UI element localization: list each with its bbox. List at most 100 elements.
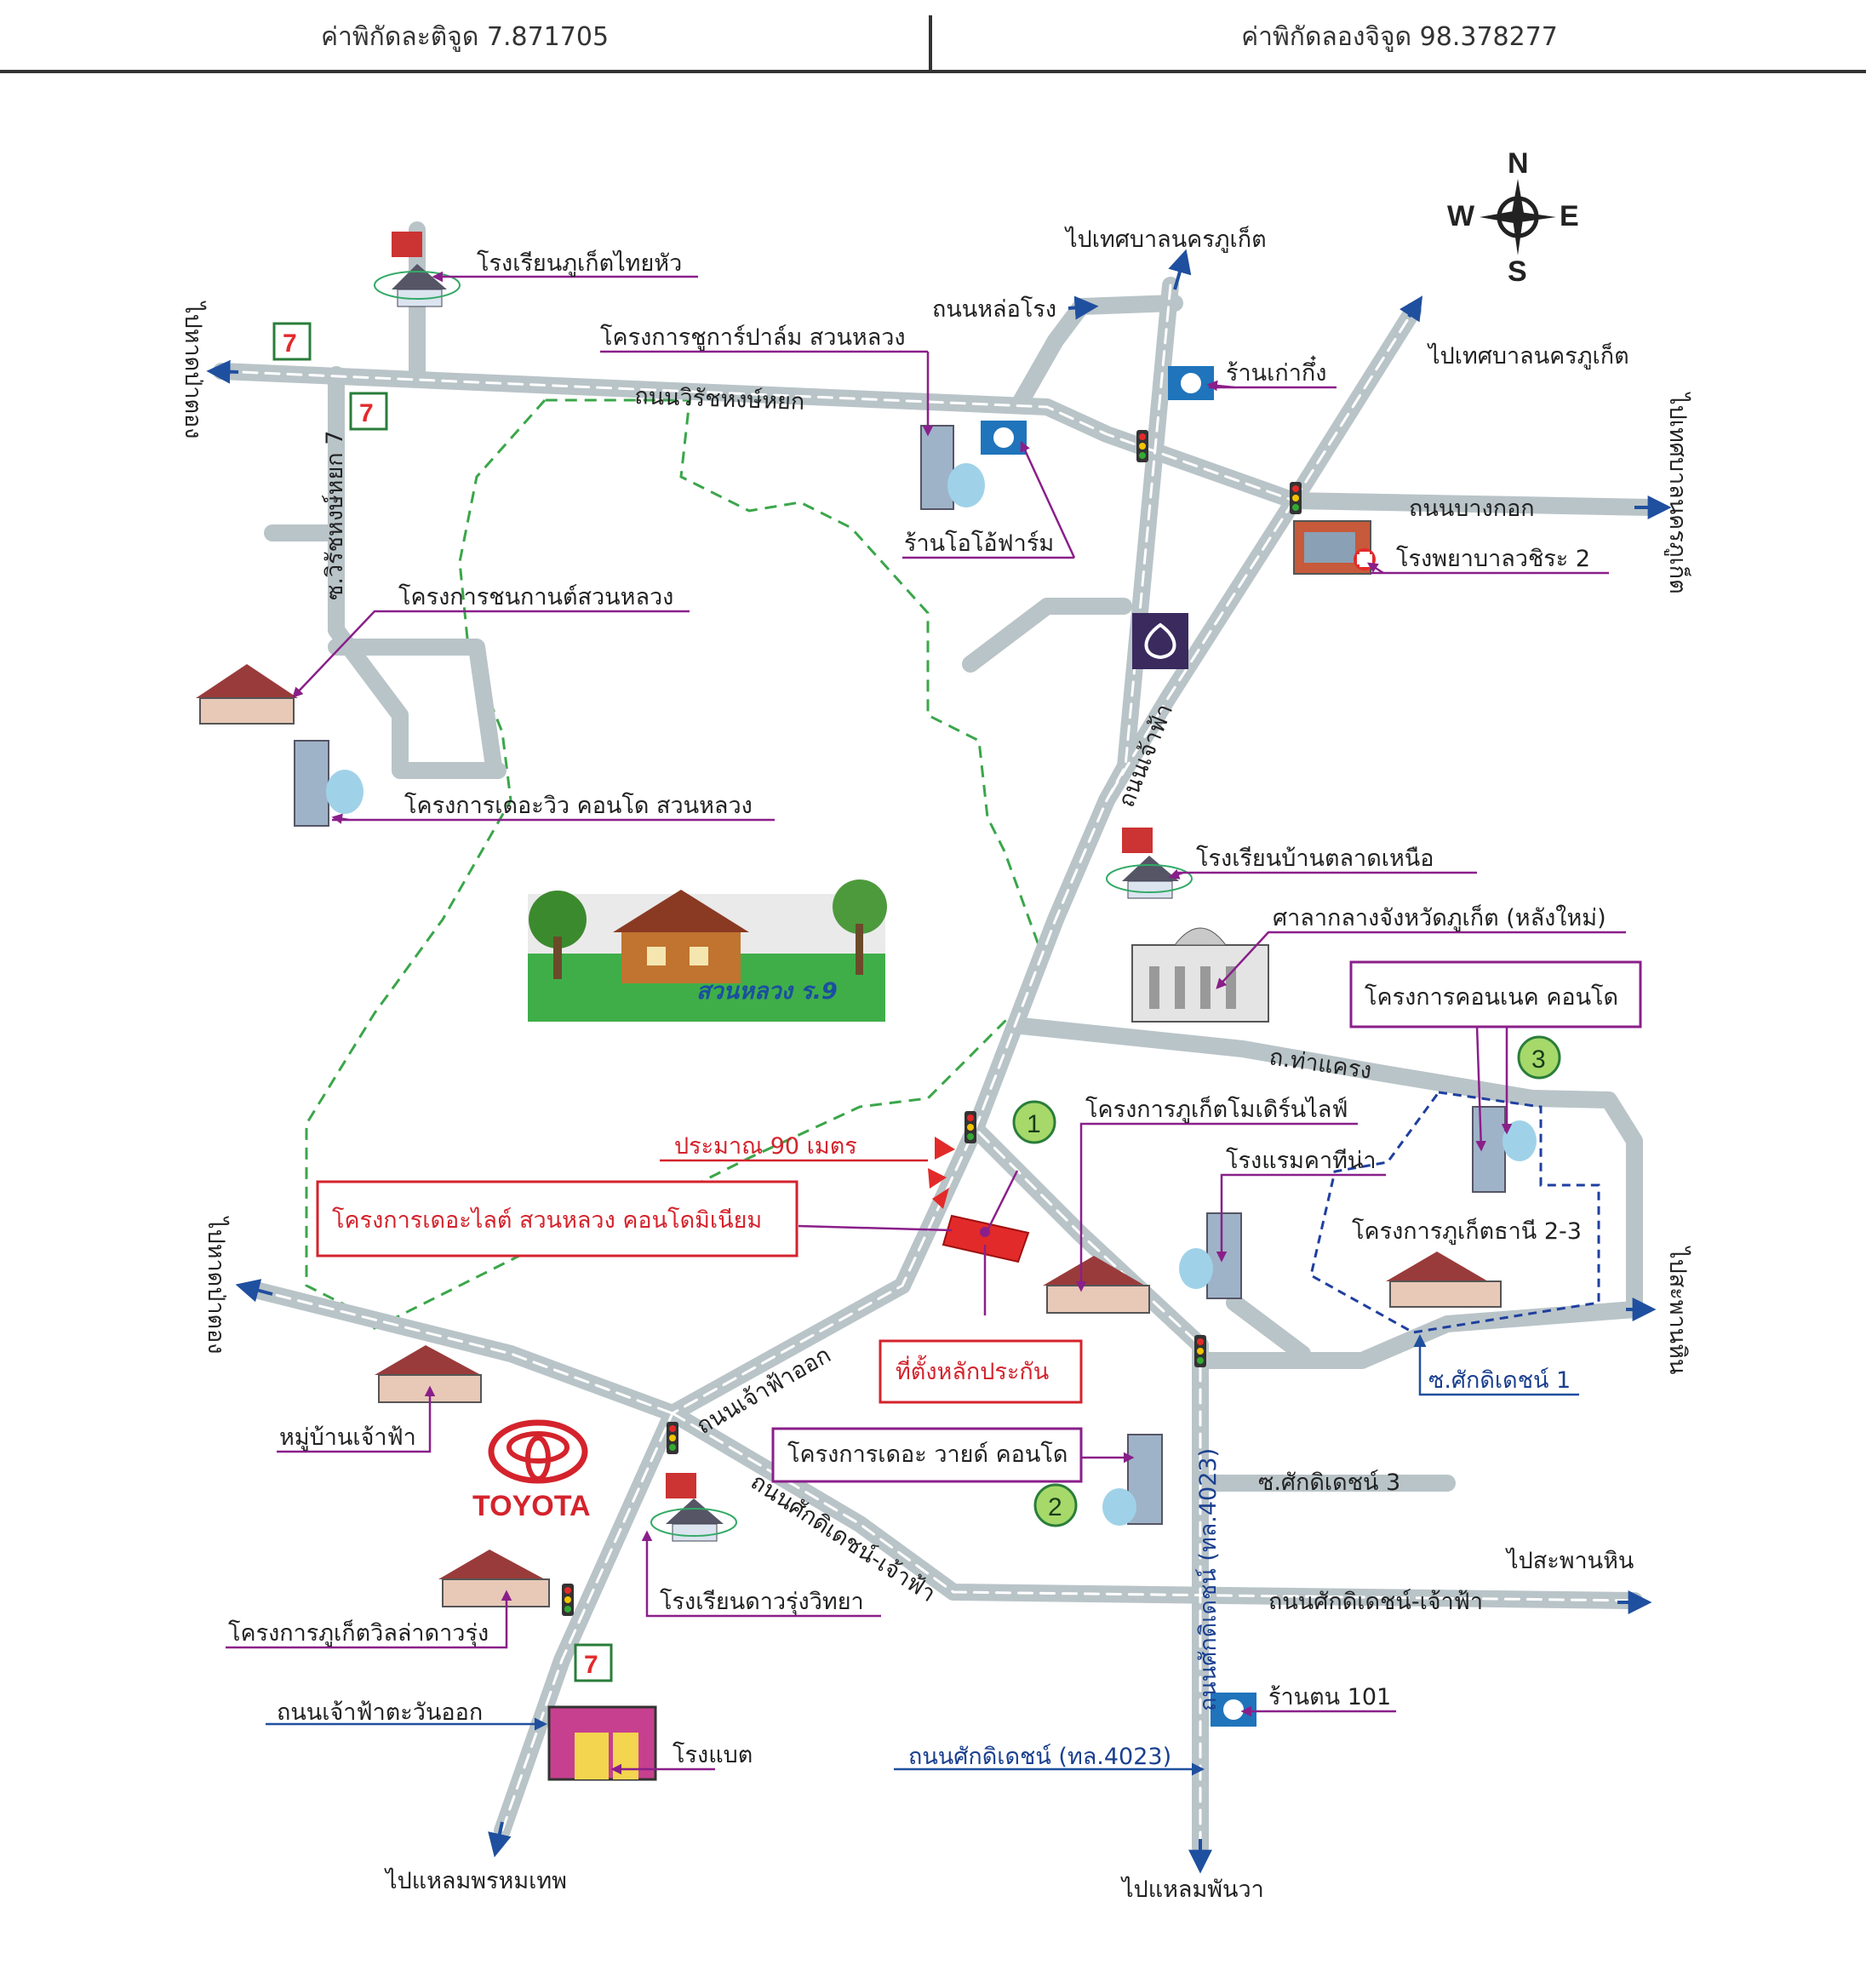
school-icon [1106,828,1193,899]
label-the-wide: โครงการเดอะ วายด์ คอนโด [787,1441,1068,1468]
school-icon [650,1473,737,1542]
toyota-logo: TOYOTA [472,1419,591,1522]
longitude-label: ค่าพิกัดลองจิจูด 98.378277 [1241,21,1558,52]
shop-building-icon [547,1705,657,1781]
blue-pointers [266,1334,1579,1776]
place-labels: โรงเรียนภูเก็ตไทยหัว โครงการชูการ์ปาล์ม … [228,248,1618,1768]
building-icons [196,425,1537,1781]
restaurant-icon [1168,366,1214,400]
park-illustration: สวนหลวง ร.9 [528,879,887,1022]
to-panwa: ไปแหลมพันวา [1120,1876,1264,1903]
label-school-dao-rung: โรงเรียนดาวรุ่งวิทยา [660,1589,864,1616]
house-icon [1043,1256,1150,1314]
header-rule [0,70,1866,73]
latitude-label: ค่าพิกัดละติจูด 7.871705 [320,21,610,52]
house-icon [1386,1252,1502,1308]
label-collateral: ที่ตั้งหลักประกัน [896,1355,1049,1385]
school-icon [374,232,461,307]
condo-building-icon [294,740,363,827]
label-ton-101: ร้านตน 101 [1268,1684,1391,1710]
label-vachira-hospital: โรงพยาบาลวชิระ 2 [1396,546,1590,572]
road-labels: ถนนวิรัชหงษ์หยก ถนนหล่อโรง ถนนบางกอก ถนน… [277,296,1571,1770]
traffic-light-icon [1194,1335,1206,1367]
traffic-light-icon [964,1111,976,1143]
number-markers: 1 2 3 [1012,1035,1561,1527]
label-phuket-thani: โครงการภูเก็ตธานี 2-3 [1352,1216,1582,1245]
road-sakdidej-chaofa-diagonal: ถนนศักดิเดชน์-เจ้าฟ้า [746,1468,941,1607]
compass-north: N [1508,147,1529,180]
header-divider [929,15,932,72]
distance-arrows [928,1137,955,1209]
condo-building-icon [920,425,985,510]
to-saphan-hin-bottom: ไปสะพานหิน [1505,1548,1634,1574]
traffic-lights [562,430,1302,1616]
seven-eleven-icon: 7 [272,322,312,361]
road-lorong: ถนนหล่อโรง [932,296,1056,323]
road-thakhrang: ถ.ท่าแครง [1268,1044,1373,1085]
marker-1: 1 [1027,1110,1041,1138]
school-icons [374,232,1193,1542]
park-label: สวนหลวง ร.9 [696,978,838,1005]
road-wirat-yok: ถนนวิรัชหงษ์หยก [634,382,805,415]
condo-building-icon [1472,1106,1537,1193]
to-phuket-muni-ne: ไปเทศบาลนครภูเก็ต [1427,341,1629,370]
direction-arrows [206,249,1672,1874]
seven-eleven-icon: 7 [574,1643,613,1682]
restaurant-icons [981,366,1256,1727]
label-o-o-farm: ร้านโอโอ้ฟาร์ม [904,530,1054,557]
compass: N S E W [1447,147,1579,288]
house-icon [375,1345,482,1403]
to-phuket-muni-top: ไปเทศบาลนครภูเก็ต [1064,224,1267,253]
direction-labels: ไปเทศบาลนครภูเก็ต ไปเทศบาลนครภูเก็ต ไปเท… [180,224,1693,1903]
house-icon [438,1550,550,1607]
road-sakdidej-4023-vertical: ถนนศักดิเดชน์ (ทล.4023) [1194,1448,1222,1711]
restaurant-icon [981,421,1027,455]
bangkok-bank-icon [1132,613,1188,669]
label-connect-condo: โครงการคอนเนค คอนโด [1365,984,1618,1011]
condo-building-icon [1102,1434,1163,1526]
to-saphan-hin-mid: ไปสะพานหิน [1664,1246,1691,1374]
label-phuket-modern-life: โครงการภูเก็ตโมเดิร์นไลฟ์ [1085,1094,1348,1123]
soi-sakdidej-3: ซ.ศักดิเดชน์ 3 [1258,1469,1400,1496]
compass-south: S [1508,255,1527,288]
soi-wirat-7: ซ.วิรัชหงษ์หยก 7 [321,431,348,600]
label-chonkan: โครงการชนกานต์สวนหลวง [398,583,673,610]
hotel-building-icon [1179,1212,1242,1299]
label-the-lite: โครงการเดอะไลต์ สวนหลวง คอนโดมิเนียม [332,1206,762,1234]
seven-eleven-icon: 7 [349,392,388,431]
house-icon [196,664,298,725]
label-school-ban-talat-nuea: โรงเรียนบ้านตลาดเหนือ [1196,845,1434,872]
compass-east: E [1560,200,1579,232]
label-approx-90m: ประมาณ 90 เมตร [674,1133,857,1160]
label-connectors [226,271,1626,1775]
to-patong-top: ไปหาดป่าตอง [180,301,206,438]
purple-boxes [771,960,1642,1483]
marker-2: 2 [1048,1493,1062,1521]
traffic-light-icon [1136,430,1148,462]
road-chaofa-tawanok: ถนนเจ้าฟ้าตะวันออก [277,1699,483,1726]
label-sugar-palm: โครงการชูการ์ปาล์ม สวนหลวง [600,324,906,351]
svg-text:7: 7 [584,1651,598,1679]
traffic-light-icon [562,1584,574,1616]
marker-3: 3 [1531,1046,1546,1074]
traffic-light-icon [1290,482,1302,514]
soi-sakdidej-1: ซ.ศักดิเดชน์ 1 [1428,1366,1571,1394]
compass-west: W [1447,200,1475,232]
road-bangkok: ถนนบางกอก [1409,496,1535,522]
city-hall-icon [1131,927,1269,1023]
phuket-thani-area [1309,1091,1600,1334]
toyota-wordmark: TOYOTA [472,1490,591,1522]
seven-eleven-icons: 7 7 7 [272,322,613,1682]
label-villa-dao-rung: โครงการภูเก็ตวิลล่าดาวรุ่ง [228,1618,489,1647]
label-khathina-hotel: โรงแรมคาทีน่า [1226,1148,1377,1174]
label-the-view: โครงการเดอะวิว คอนโด สวนหลวง [404,793,753,819]
label-rongbat: โรงแบต [673,1742,753,1768]
label-school-phuket-thaihua: โรงเรียนภูเก็ตไทยหัว [477,248,682,277]
label-moo-ban-chaofa: หมู่บ้านเจ้าฟ้า [279,1424,416,1451]
label-city-hall: ศาลากลางจังหวัดภูเก็ต (หลังใหม่) [1273,902,1606,931]
to-phuket-muni-east: ไปเทศบาลนครภูเก็ต [1664,392,1693,594]
svg-text:7: 7 [283,329,297,358]
road-sakdidej-chaofa-horizontal: ถนนศักดิเดชน์-เจ้าฟ้า [1268,1588,1483,1615]
park-boundary [305,398,1040,1330]
